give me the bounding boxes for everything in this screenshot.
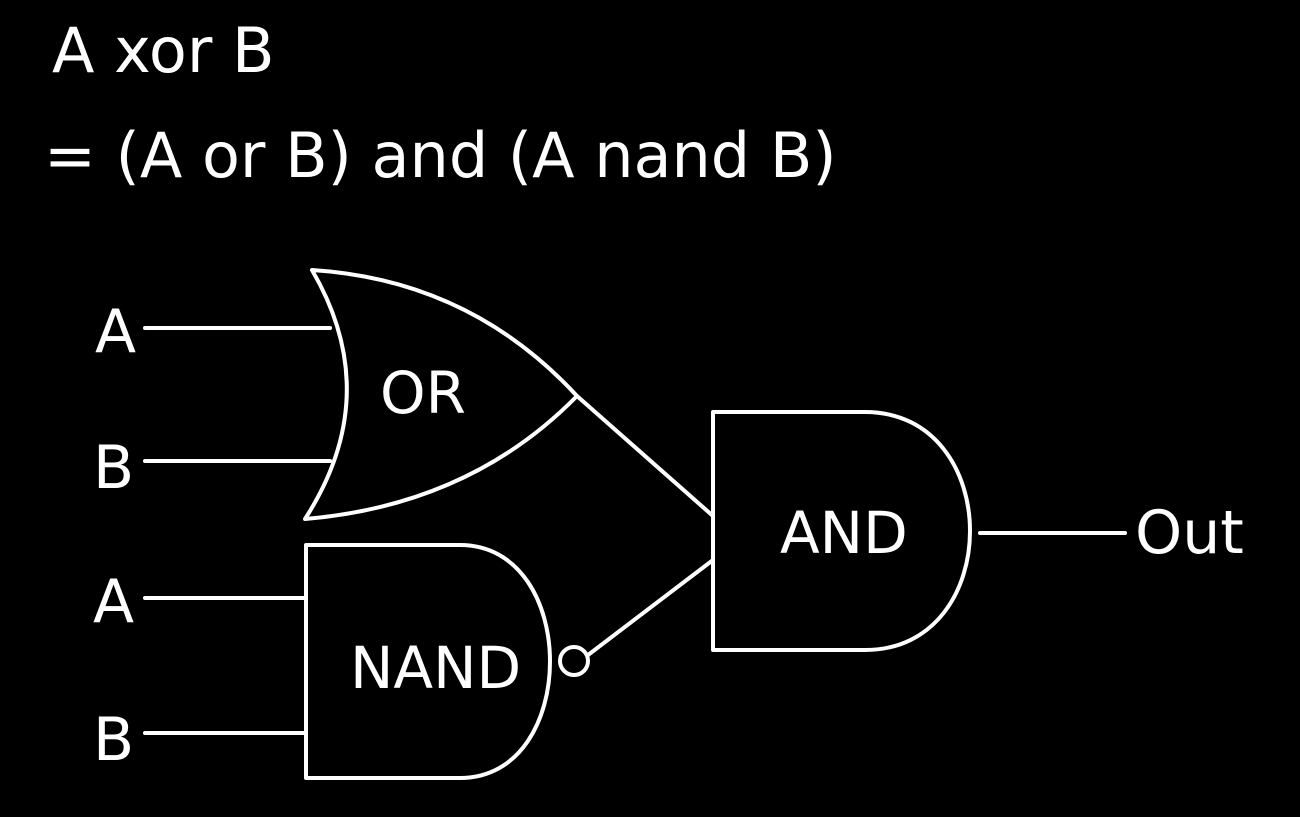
output-label: Out — [1135, 498, 1244, 568]
wire-or-to-and — [575, 394, 715, 518]
nand-gate — [304, 543, 552, 780]
input-label-or-a: A — [95, 297, 136, 367]
input-label-nand-b: B — [93, 705, 134, 775]
or-gate-label: OR — [380, 359, 466, 427]
input-label-nand-a: A — [93, 567, 134, 637]
and-gate-label: AND — [780, 499, 908, 567]
nand-gate-label: NAND — [350, 634, 521, 702]
and-gate — [711, 410, 972, 652]
input-label-or-b: B — [93, 433, 134, 503]
equation-line-1: A xor B — [52, 14, 275, 87]
equation-line-2: = (A or B) and (A nand B) — [44, 119, 837, 192]
nand-bubble — [558, 645, 590, 677]
wire-nand-to-and — [586, 558, 715, 657]
or-gate — [303, 268, 579, 521]
